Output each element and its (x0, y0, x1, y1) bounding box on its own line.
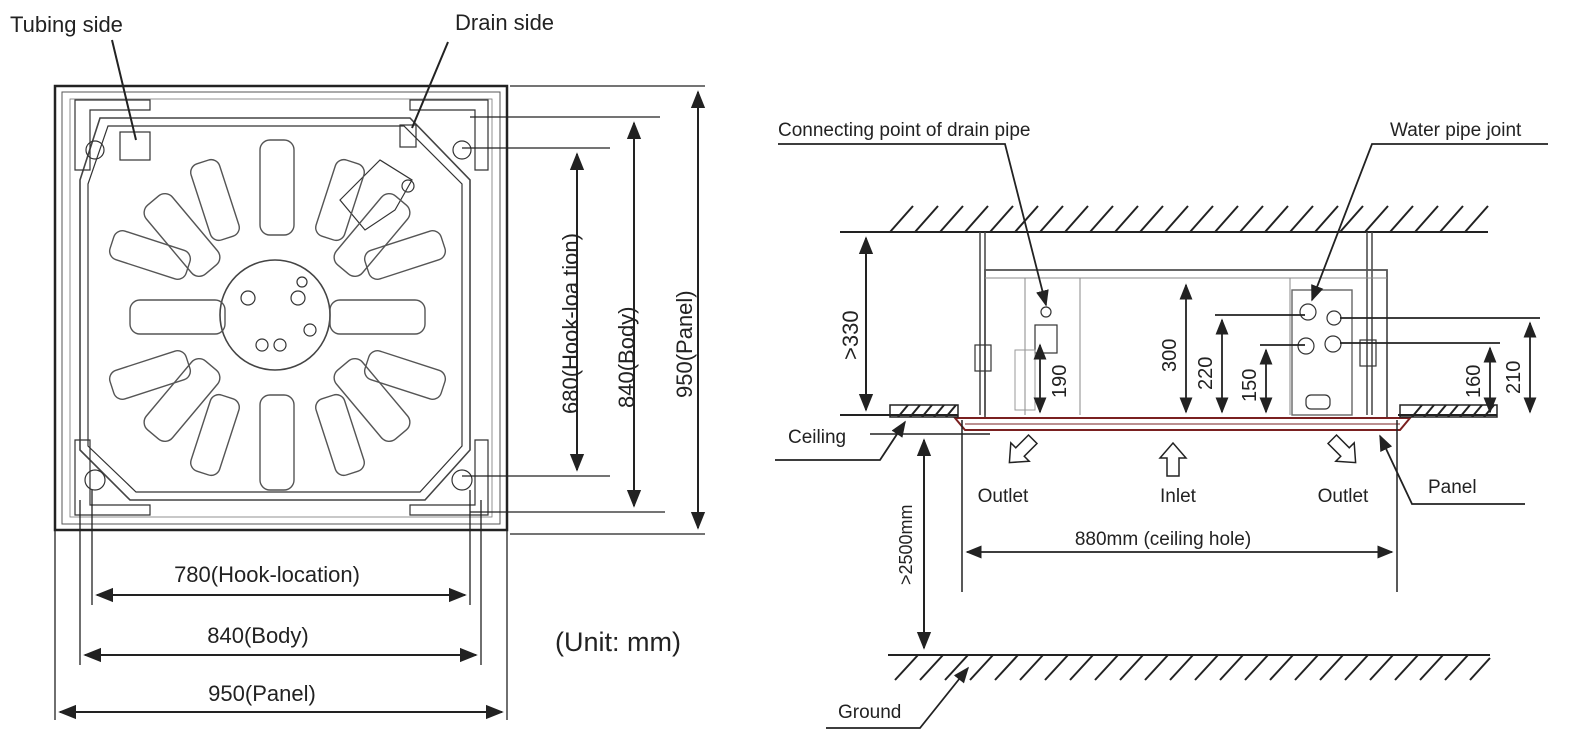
dim-330: >330 (838, 310, 863, 360)
ceiling-label: Ceiling (788, 427, 846, 448)
side-view-unit (952, 269, 1413, 431)
dim-body-vertical: 840(Body) (614, 306, 639, 408)
inlet-arrow (1158, 441, 1188, 477)
top-view-horizontal-dims (58, 587, 504, 720)
outlet-left-arrow (1008, 433, 1039, 464)
dim-220: 220 (1195, 357, 1217, 390)
ground-label: Ground (838, 702, 901, 723)
ceiling-slab (840, 205, 1489, 233)
unit-note: (Unit: mm) (555, 627, 681, 657)
dim-210: 210 (1503, 361, 1525, 394)
outlet-left-label: Outlet (978, 486, 1029, 507)
outlet-right-label: Outlet (1318, 486, 1369, 507)
top-view-vertical-dims (569, 90, 706, 530)
water-joint-label: Water pipe joint (1390, 120, 1522, 141)
dim-body-horizontal: 840(Body) (207, 623, 309, 648)
tubing-side-label: Tubing side (10, 12, 123, 37)
dim-hook-vertical: 680(Hook-loa tion) (558, 233, 583, 414)
dim-hook-horizontal: 780(Hook-location) (174, 562, 360, 587)
dim-150: 150 (1239, 369, 1261, 402)
top-view-vertical-extensions (462, 85, 705, 535)
dim-190: 190 (1049, 365, 1071, 398)
dim-ceiling-hole: 880mm (ceiling hole) (1075, 529, 1251, 550)
dim-panel-horizontal: 950(Panel) (208, 681, 316, 706)
top-view-unit (53, 84, 509, 532)
outlet-right-arrow (1326, 433, 1357, 464)
top-view-horizontal-extensions (54, 490, 508, 720)
panel-label: Panel (1428, 477, 1477, 498)
drain-point-label: Connecting point of drain pipe (778, 120, 1030, 141)
dim-300: 300 (1159, 339, 1181, 372)
dim-2500: >2500mm (896, 504, 916, 585)
hanger-rods (979, 232, 1373, 415)
false-ceiling (840, 404, 1498, 418)
dim-panel-vertical: 950(Panel) (672, 290, 697, 398)
inlet-label: Inlet (1160, 486, 1197, 507)
ground-slab (888, 654, 1491, 681)
dim-160: 160 (1463, 365, 1485, 398)
drain-side-label: Drain side (455, 10, 554, 35)
